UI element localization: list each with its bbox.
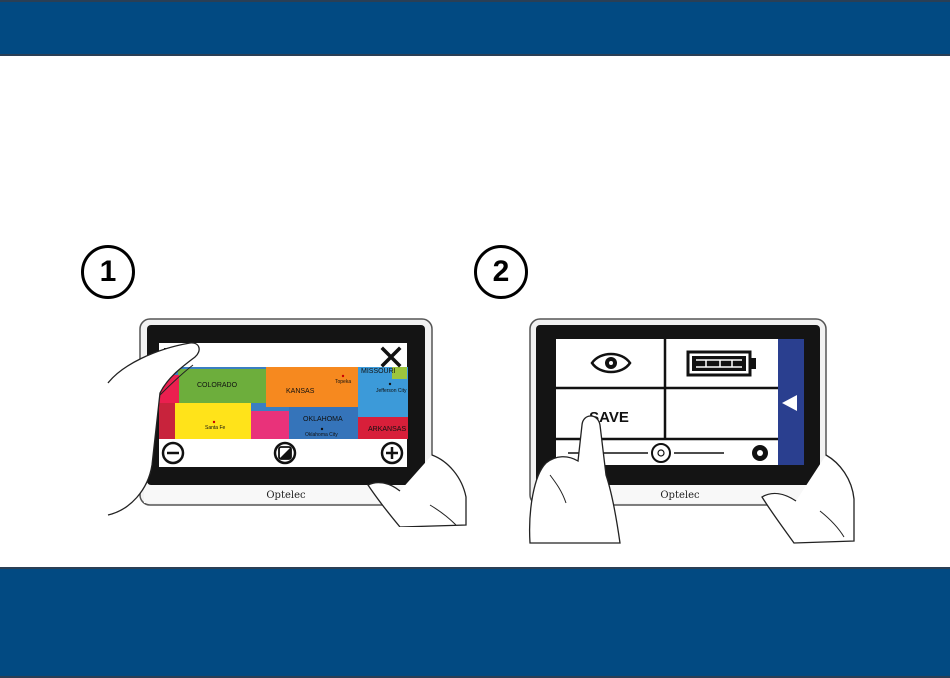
map-label-missouri: MISSOURI bbox=[361, 368, 396, 375]
map-label-jefferson-city: Jefferson City bbox=[376, 388, 407, 394]
step-1-badge: 1 bbox=[81, 245, 135, 299]
map-label-kansas: KANSAS bbox=[286, 388, 315, 395]
step-2-number: 2 bbox=[493, 255, 510, 289]
map-label-colorado: COLORADO bbox=[197, 382, 238, 389]
map-label-oklahoma-city: Oklahoma City bbox=[305, 432, 338, 438]
device-2-brand: Optelec bbox=[660, 490, 700, 501]
map-label-oklahoma: OKLAHOMA bbox=[303, 416, 343, 423]
map-label-topeka: Topeka bbox=[335, 379, 351, 385]
magnifier-device-2: SAVE Optelec bbox=[520, 315, 860, 545]
gear-icon[interactable] bbox=[752, 445, 768, 461]
map-label-arkansas: ARKANSAS bbox=[368, 426, 406, 433]
header-band bbox=[0, 0, 950, 56]
device-1-brand: Optelec bbox=[266, 490, 306, 501]
device-1-screen: COLORADO KANSAS Topeka MISSOURI Jefferso… bbox=[159, 343, 408, 467]
footer-band bbox=[0, 567, 950, 678]
step-2-badge: 2 bbox=[474, 245, 528, 299]
map-label-santa-fe: Santa Fe bbox=[205, 425, 226, 431]
magnifier-device-1: COLORADO KANSAS Topeka MISSOURI Jefferso… bbox=[100, 315, 470, 527]
step-1-number: 1 bbox=[100, 255, 117, 289]
